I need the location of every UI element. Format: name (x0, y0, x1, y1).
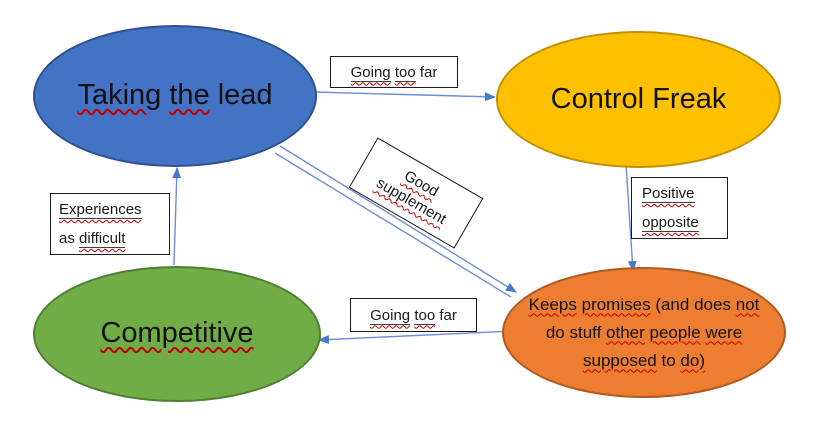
word: Going (370, 306, 411, 325)
word: lead (217, 79, 273, 112)
arrow-experiences-as-difficult[interactable] (172, 167, 182, 266)
word: far (439, 306, 457, 324)
node-taking-the-lead[interactable]: Taking the lead (33, 25, 317, 167)
word: too (414, 306, 436, 325)
label-going-too-far-bottom-text: Going too far (370, 306, 457, 325)
node-control-freak[interactable]: Control Freak (496, 31, 781, 168)
label-going-too-far-top-text: Going too far (350, 63, 438, 82)
label-experiences-as-difficult-text: Experiences as difficult (59, 195, 142, 253)
word: Competitive (100, 317, 254, 350)
word: Control (550, 82, 645, 115)
label-going-too-far-bottom[interactable]: Going too far (350, 298, 477, 332)
word: the (169, 79, 210, 112)
word: supposed (583, 350, 657, 370)
arrow-good-supplement-diagonal[interactable] (279, 145, 517, 293)
node-taking-the-lead-label: Taking the lead (69, 79, 280, 112)
arrow-going-too-far-bottom[interactable] (318, 330, 514, 345)
node-competitive-label: Competitive (92, 317, 261, 350)
word: (and (655, 294, 690, 314)
arrow-positive-opposite[interactable] (625, 163, 637, 272)
word: too (394, 63, 416, 82)
word: does (694, 294, 731, 314)
word: difficult (79, 230, 126, 248)
node-control-freak-label: Control Freak (543, 83, 735, 116)
label-experiences-as-difficult[interactable]: Experiences as difficult (50, 193, 170, 255)
word: Freak (652, 82, 727, 115)
node-keeps-promises-label: Keeps promises (and does not do stuff ot… (521, 291, 768, 375)
word: to (661, 350, 676, 370)
word: stuff (569, 322, 602, 342)
word: Positive (642, 185, 695, 203)
arrow-going-too-far-top[interactable] (312, 91, 496, 102)
arrow-good-supplement-diagonal-lower[interactable] (274, 152, 512, 298)
word: other (606, 322, 645, 342)
label-positive-opposite[interactable]: Positive opposite (631, 177, 728, 239)
label-going-too-far-top[interactable]: Going too far (330, 56, 458, 88)
word: people (649, 322, 701, 342)
word: not (735, 294, 760, 314)
word: opposite (642, 214, 699, 232)
word: do (545, 322, 565, 342)
word: do) (680, 350, 705, 370)
node-keeps-promises[interactable]: Keeps promises (and does not do stuff ot… (502, 267, 786, 398)
word: Keeps (528, 294, 577, 314)
word: promises (581, 294, 651, 314)
word: were (705, 322, 743, 342)
word: far (419, 63, 438, 81)
label-positive-opposite-text: Positive opposite (642, 179, 699, 237)
word: as (59, 230, 75, 247)
word: Experiences (59, 201, 142, 219)
node-competitive[interactable]: Competitive (33, 266, 321, 402)
word: Taking (77, 79, 162, 112)
word: Going (350, 63, 391, 82)
